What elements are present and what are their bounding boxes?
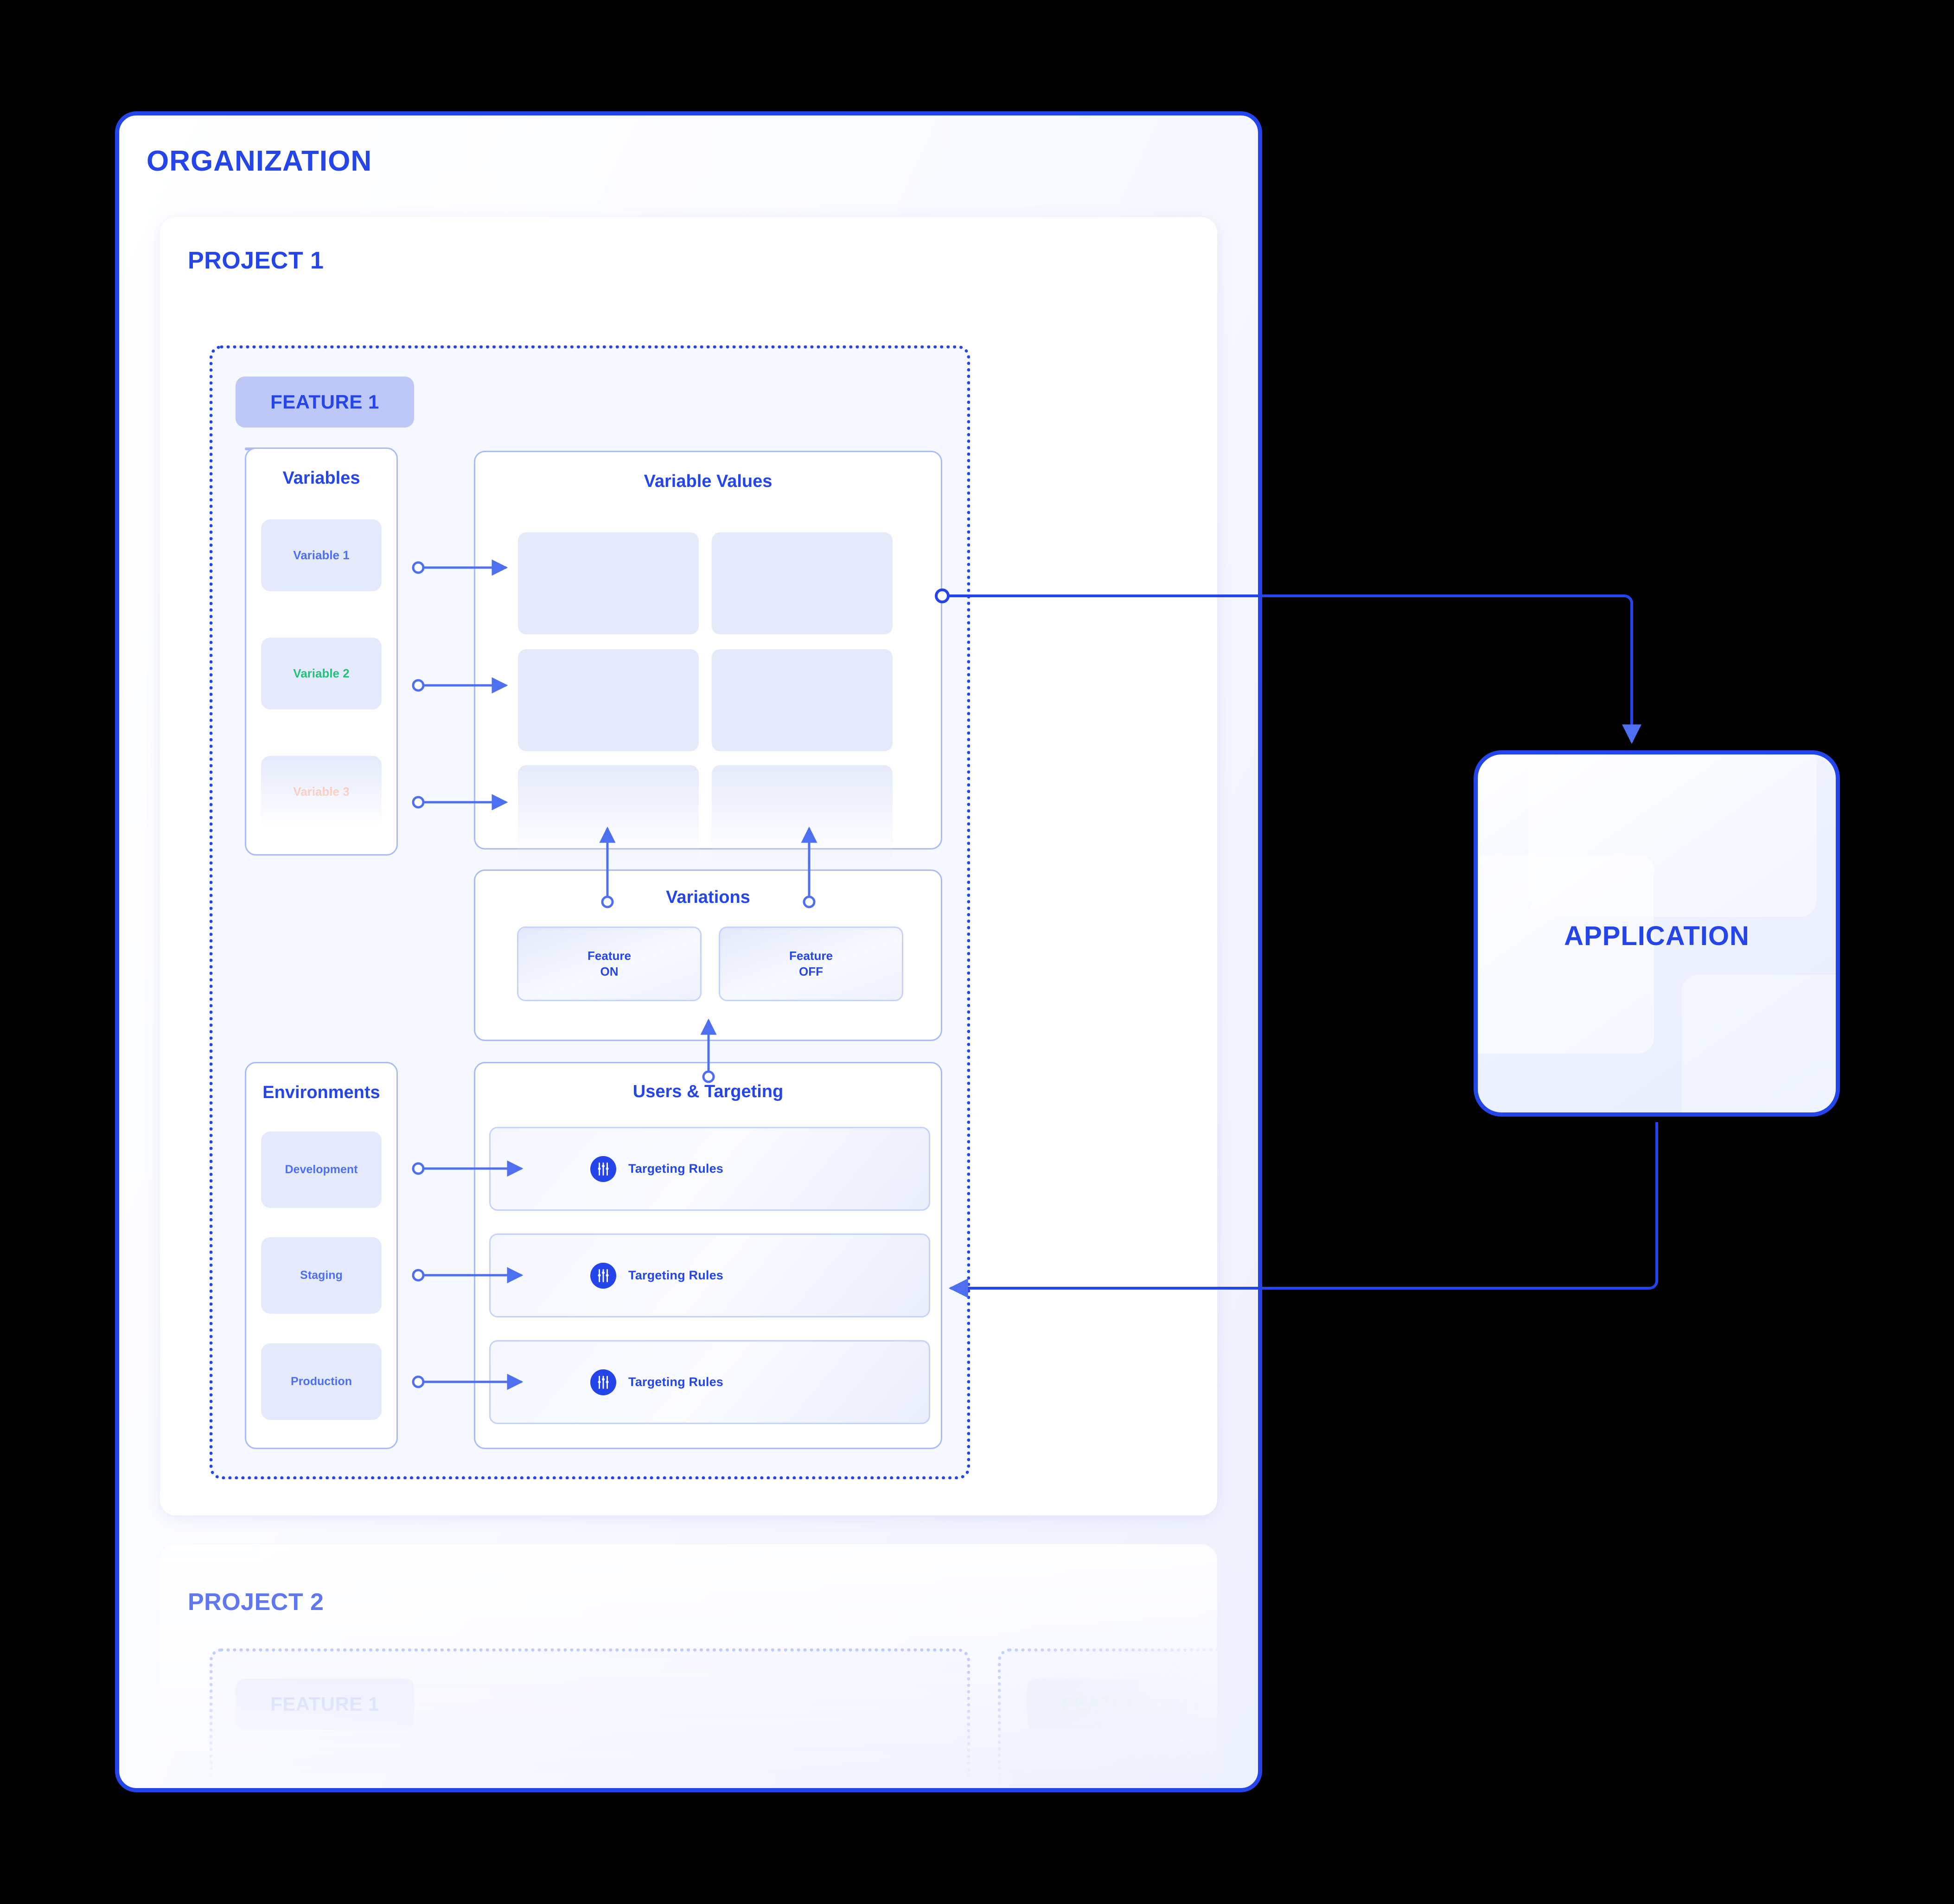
sliders-icon	[590, 1369, 616, 1395]
variable-chip-1[interactable]: Variable 1	[261, 519, 382, 591]
project-2-content: FEATURE 1 FEATURE 2	[160, 1544, 1217, 1785]
variations-title: Variations	[666, 888, 750, 907]
organization-title: ORGANIZATION	[147, 145, 372, 177]
application-decoration-3	[1682, 975, 1836, 1112]
sliders-icon	[590, 1262, 616, 1289]
variable-values-title: Variable Values	[644, 472, 773, 491]
variable-value-tile-1-2[interactable]	[712, 532, 893, 634]
targeting-rules-row-3[interactable]: Targeting Rules	[489, 1340, 930, 1424]
variation-off-line1: Feature	[789, 948, 833, 963]
application-box[interactable]: APPLICATION	[1474, 750, 1840, 1117]
variable-chip-2[interactable]: Variable 2	[261, 638, 382, 709]
variation-off-line2: OFF	[798, 964, 823, 978]
application-decoration-2	[1478, 854, 1654, 1054]
feature-1-badge[interactable]: FEATURE 1	[236, 377, 414, 428]
environment-chip-staging[interactable]: Staging	[261, 1237, 382, 1314]
variation-on-line1: Feature	[587, 948, 631, 963]
variable-value-tile-3-1[interactable]	[518, 765, 699, 867]
environment-chip-production[interactable]: Production	[261, 1343, 382, 1420]
targeting-rules-label-3: Targeting Rules	[628, 1375, 724, 1389]
variable-chip-3[interactable]: Variable 3	[261, 756, 382, 828]
targeting-rules-row-2[interactable]: Targeting Rules	[489, 1233, 930, 1317]
targeting-rules-row-1[interactable]: Targeting Rules	[489, 1127, 930, 1211]
project-2-feature-1-badge[interactable]: FEATURE 1	[236, 1679, 414, 1730]
variation-tile-feature-off[interactable]: Feature OFF	[719, 926, 903, 1001]
targeting-rules-label-2: Targeting Rules	[628, 1268, 724, 1282]
users-targeting-title: Users & Targeting	[632, 1082, 784, 1101]
variable-value-tile-3-2[interactable]	[712, 765, 893, 867]
variable-value-tile-1-1[interactable]	[518, 532, 699, 634]
variable-value-tile-2-2[interactable]	[712, 649, 893, 751]
variation-tile-feature-on[interactable]: Feature ON	[517, 926, 702, 1001]
project-1-title: PROJECT 1	[188, 247, 324, 274]
project-2-title: PROJECT 2	[188, 1589, 324, 1616]
environment-chip-development[interactable]: Development	[261, 1131, 382, 1208]
project-2-feature-2-badge[interactable]: FEATURE 2	[1027, 1679, 1206, 1730]
targeting-rules-label-1: Targeting Rules	[628, 1162, 724, 1176]
application-label: APPLICATION	[1564, 921, 1750, 951]
variation-on-line2: ON	[600, 964, 619, 978]
environments-title: Environments	[262, 1083, 380, 1102]
variables-panel-title: Variables	[282, 468, 360, 488]
sliders-icon	[590, 1156, 616, 1182]
variable-value-tile-2-1[interactable]	[518, 649, 699, 751]
